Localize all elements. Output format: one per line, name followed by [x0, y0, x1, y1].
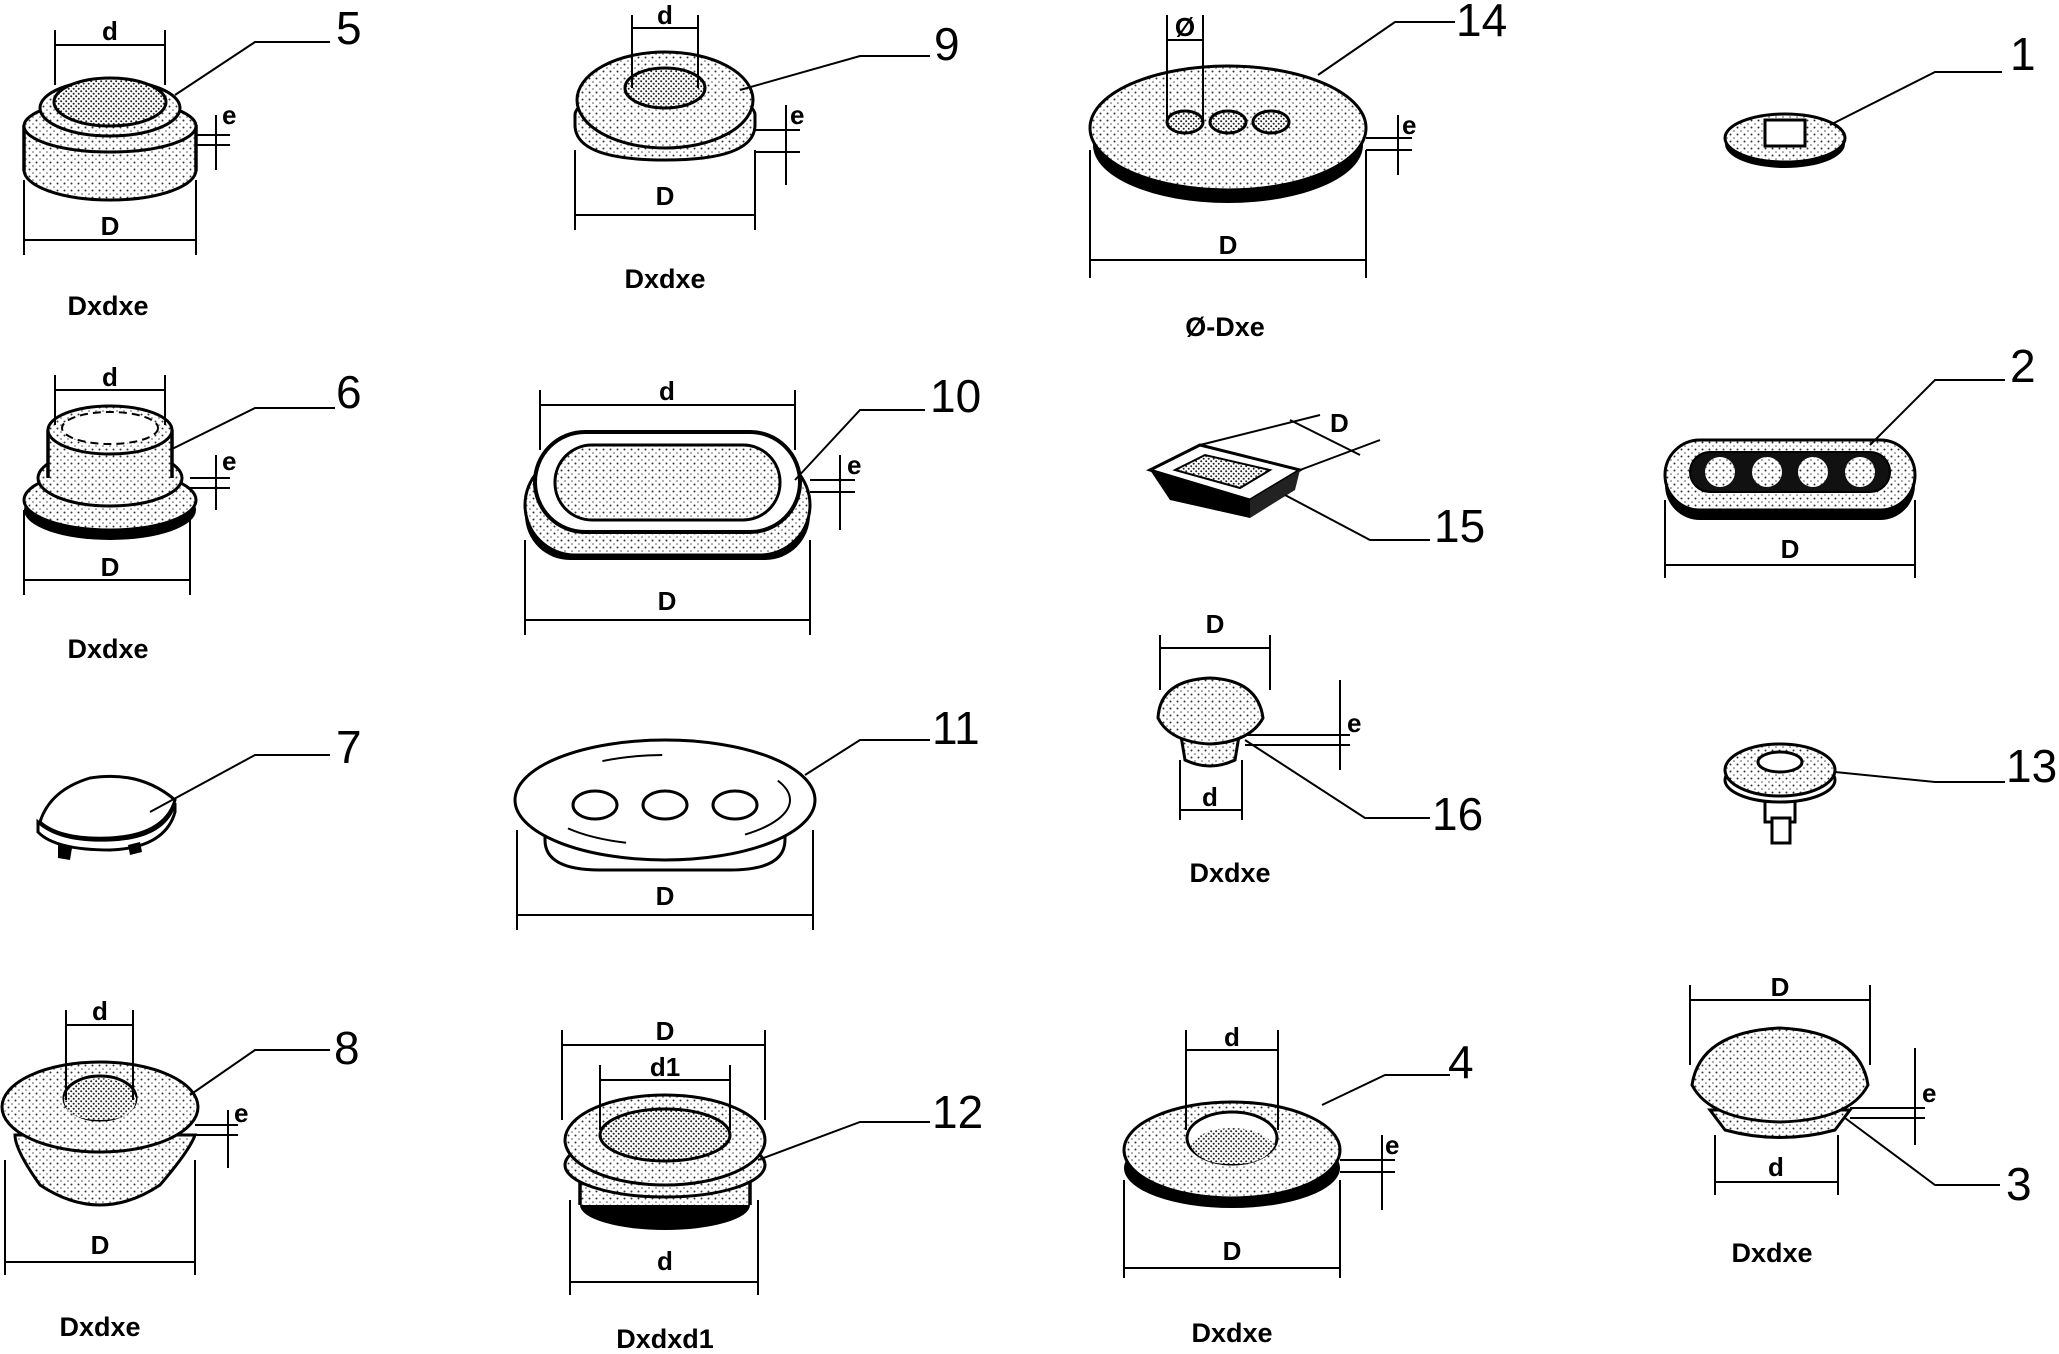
item-7-number: 7 [336, 721, 362, 773]
grommet-10 [523, 390, 925, 635]
item-5-e-label: e [222, 100, 236, 130]
item-10-e-label: e [847, 450, 861, 480]
item-8-e-label: e [234, 1098, 248, 1128]
item-10-D-label: D [658, 586, 677, 616]
grommet-2 [1663, 379, 2005, 578]
item-9-caption: Dxdxe [624, 264, 705, 294]
item-15-D-label: D [1330, 408, 1349, 438]
item-9-D-label: D [656, 181, 675, 211]
item-3-d-label: d [1768, 1152, 1784, 1182]
item-14-caption: Ø-Dxe [1185, 312, 1265, 342]
item-12-d1-label: d1 [650, 1052, 680, 1082]
item-4-caption: Dxdxe [1191, 1318, 1272, 1348]
grommet-13 [1723, 742, 2005, 845]
item-1-number: 1 [2010, 28, 2036, 80]
item-12-number: 12 [932, 1086, 983, 1138]
item-8-caption: Dxdxe [59, 1312, 140, 1342]
item-6-e-label: e [222, 446, 236, 476]
grommet-1 [1723, 71, 2002, 168]
item-9-d-label: d [657, 0, 673, 30]
item-14-number: 14 [1456, 0, 1507, 46]
item-8-number: 8 [334, 1022, 360, 1074]
item-5-caption: Dxdxe [67, 291, 148, 321]
item-6-number: 6 [336, 366, 362, 418]
item-9-e-label: e [790, 100, 804, 130]
item-3-number: 3 [2006, 1158, 2032, 1210]
item-4-D-label: D [1223, 1236, 1242, 1266]
item-11-number: 11 [932, 702, 980, 754]
grommet-7 [36, 754, 330, 860]
item-4-number: 4 [1448, 1036, 1474, 1088]
item-6-d-label: d [102, 362, 118, 392]
item-11-D-label: D [656, 881, 675, 911]
item-16-caption: Dxdxe [1189, 858, 1270, 888]
item-5-D-label: D [101, 211, 120, 241]
grommet-4 [1122, 1030, 1450, 1278]
item-16-e-label: e [1347, 708, 1361, 738]
item-6-D-label: D [101, 552, 120, 582]
grommet-14 [1088, 15, 1455, 278]
item-12-D-label: D [656, 1016, 675, 1046]
item-14-e-label: e [1402, 110, 1416, 140]
item-3-caption: Dxdxe [1731, 1238, 1812, 1268]
grommet-16 [1156, 635, 1430, 820]
grommet-11 [513, 738, 930, 930]
item-3-e-label: e [1922, 1078, 1936, 1108]
item-16-d-label: d [1202, 782, 1218, 812]
item-4-d-label: d [1224, 1022, 1240, 1052]
item-10-d-label: d [659, 376, 675, 406]
item-9-number: 9 [934, 18, 960, 70]
grommet-12 [561, 1030, 930, 1295]
item-3-D-label: D [1771, 972, 1790, 1002]
grommet-5 [22, 30, 330, 255]
item-16-number: 16 [1432, 788, 1483, 840]
item-8-D-label: D [91, 1230, 110, 1260]
item-13-number: 13 [2006, 740, 2057, 792]
item-5-d-label: d [102, 16, 118, 46]
grommet-6 [22, 375, 335, 595]
item-8-d-label: d [92, 996, 108, 1026]
item-10-number: 10 [930, 370, 981, 422]
grommet-3 [1689, 985, 2000, 1195]
grommet-8 [0, 1010, 330, 1275]
item-5-number: 5 [336, 2, 362, 54]
item-12-d-label: d [657, 1246, 673, 1276]
item-2-number: 2 [2010, 340, 2036, 392]
item-6-caption: Dxdxe [67, 634, 148, 664]
item-16-D-label: D [1206, 609, 1225, 639]
item-12-caption: Dxdxd1 [616, 1324, 714, 1354]
item-4-e-label: e [1385, 1130, 1399, 1160]
item-14-dia-label: Ø [1175, 12, 1195, 42]
item-15-number: 15 [1434, 500, 1485, 552]
grommet-9 [573, 15, 930, 230]
item-2-D-label: D [1781, 534, 1800, 564]
item-14-D-label: D [1219, 230, 1238, 260]
grommet-15 [1145, 414, 1430, 541]
